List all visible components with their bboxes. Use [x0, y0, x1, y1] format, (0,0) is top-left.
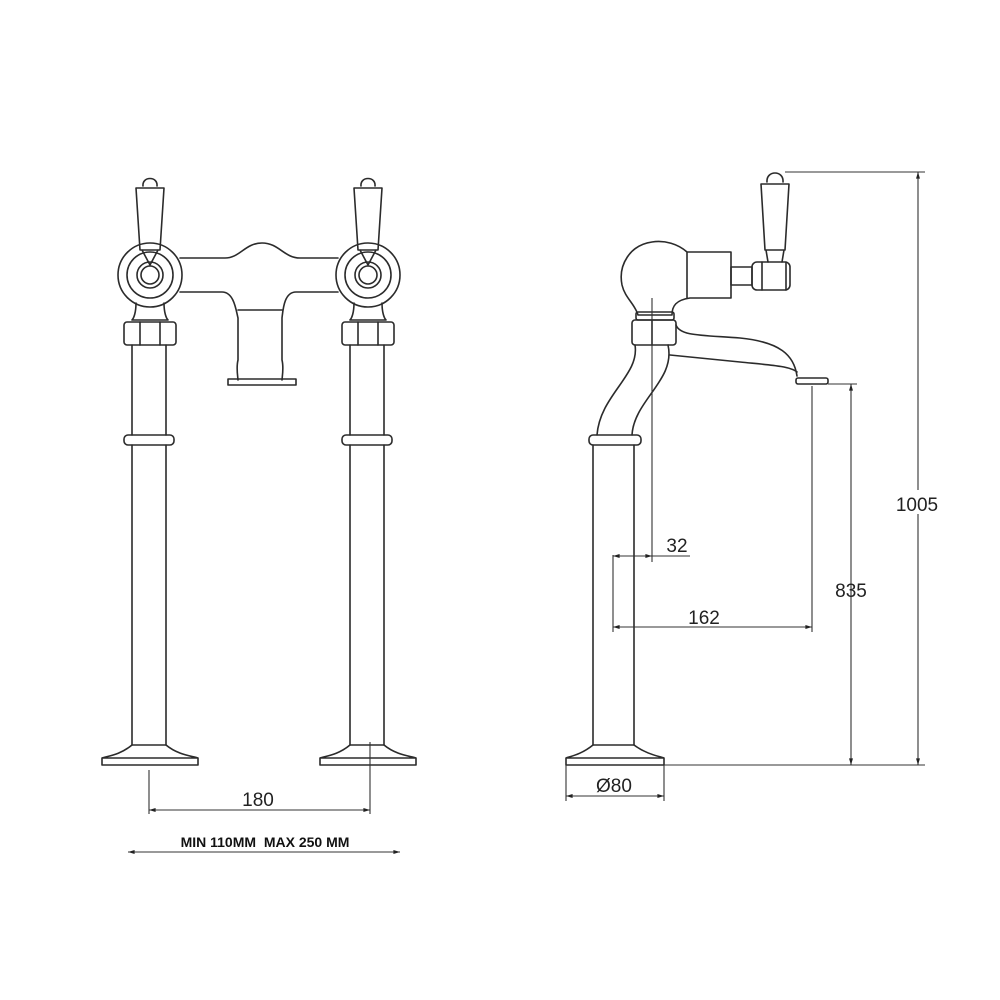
left-valve-ring — [117, 242, 183, 308]
side-base-flange — [565, 744, 665, 766]
right-upper-pipe — [349, 344, 385, 436]
bridge-body — [179, 242, 339, 381]
right-valve — [319, 177, 417, 766]
spout-outlet — [227, 378, 297, 386]
right-valve-ring — [335, 242, 401, 308]
side-lower-collar — [588, 434, 642, 446]
left-upper-pipe — [131, 344, 167, 436]
dim-spout-height-label: 835 — [835, 581, 867, 602]
left-lower-pipe — [131, 444, 167, 746]
dimension-spacing: 180 — [148, 742, 371, 814]
side-valve-stem — [730, 266, 753, 286]
left-valve — [101, 177, 199, 766]
left-base-flange — [101, 744, 199, 766]
side-s-pipe — [596, 344, 670, 436]
side-spout — [669, 324, 798, 377]
dimension-total-height: 1005 — [664, 171, 941, 766]
side-collar — [635, 311, 675, 321]
side-spout-outlet — [795, 377, 829, 385]
right-lower-pipe — [349, 444, 385, 746]
dimension-spout-reach: 162 — [612, 386, 813, 632]
dim-spout-reach-label: 162 — [688, 608, 720, 629]
front-view: 180 MIN 110MM MAX 250 MM — [101, 177, 417, 854]
dim-total-height-label: 1005 — [896, 495, 938, 516]
side-lower-pipe — [592, 444, 635, 746]
side-view: 1005 835 162 32 Ø80 — [565, 171, 941, 801]
side-valve-body — [620, 240, 732, 316]
right-hex-nut — [341, 321, 395, 346]
right-collar — [341, 434, 393, 446]
dim-spacing-label: 180 — [242, 790, 274, 811]
dimension-range-note: MIN 110MM MAX 250 MM — [128, 834, 401, 854]
dimension-offset: 32 — [613, 536, 690, 558]
dim-base-diameter-label: Ø80 — [596, 776, 632, 797]
left-collar — [123, 434, 175, 446]
left-lever-handle — [135, 177, 165, 266]
side-hex-nut — [631, 319, 677, 346]
right-lever-handle — [353, 177, 383, 266]
side-lever-handle — [760, 172, 790, 263]
left-hex-nut — [123, 321, 177, 346]
right-base-flange — [319, 744, 417, 766]
dimension-spout-height: 835 — [828, 383, 867, 765]
side-lever-knob — [751, 261, 791, 291]
range-note-label: MIN 110MM MAX 250 MM — [181, 834, 350, 850]
dimension-base-diameter: Ø80 — [565, 765, 665, 801]
dim-offset-label: 32 — [666, 536, 687, 557]
